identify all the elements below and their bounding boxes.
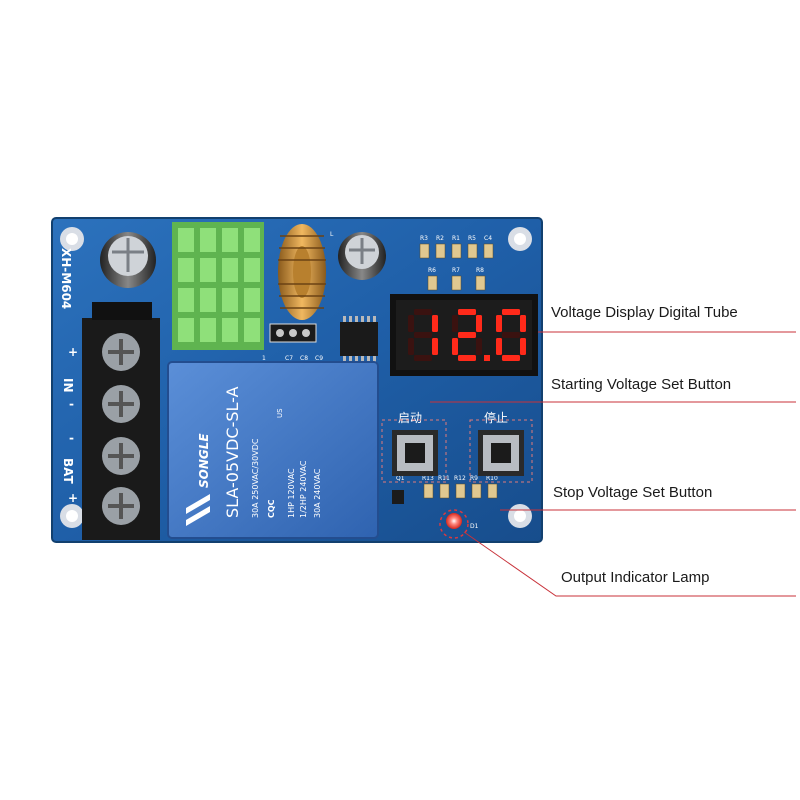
ref-label: R7 [452, 267, 460, 274]
model-marking: XH-M604 [59, 248, 73, 309]
ref-label: R11 [438, 475, 450, 482]
digit-0-segment-d [414, 355, 432, 361]
relay-ul-mark: US [276, 408, 284, 418]
terminal-labels: + IN - - BAT + [61, 345, 78, 505]
ref-label: R12 [454, 475, 466, 482]
terminal-screws [102, 333, 140, 525]
transistor [392, 490, 404, 504]
start-button [392, 430, 438, 476]
ref-label: R10 [486, 475, 498, 482]
relay-logo-icon [186, 494, 210, 526]
relay-model: SLA-05VDC-SL-A [223, 386, 242, 518]
digit-1-segment-b [476, 315, 482, 332]
inductor-coil [278, 224, 326, 320]
pin-header [269, 323, 317, 343]
relay-rating-3: 1/2HP 240VAC [299, 460, 308, 518]
svg-text:IN: IN [61, 378, 75, 393]
heatsink [172, 222, 264, 350]
relay-rating-4: 30A 240VAC [313, 468, 322, 518]
callout-voltage-display: Voltage Display Digital Tube [551, 304, 738, 321]
ref-label: Q1 [396, 475, 405, 482]
ref-label: R13 [422, 475, 434, 482]
screw-terminal-block [82, 302, 160, 540]
digit-0-segment-b [432, 315, 438, 332]
ref-label: R3 [420, 235, 428, 242]
ref-label: 1 [262, 355, 266, 362]
digit-1-segment-c [476, 338, 482, 355]
svg-text:+: + [68, 345, 78, 359]
callout-stop-button: Stop Voltage Set Button [553, 484, 713, 501]
ref-label: L [330, 231, 334, 238]
digit-1-segment-g [458, 332, 476, 338]
digit-0-segment-c [432, 338, 438, 355]
digit-1-segment-e [452, 338, 458, 355]
digit-2-segment-g [502, 332, 520, 338]
ref-label: C8 [300, 355, 308, 362]
ref-label: C4 [484, 235, 492, 242]
relay-rating-1: 30A 250VAC/30VDC [251, 438, 260, 518]
ref-label: R1 [452, 235, 460, 242]
relay-cert: CQC [267, 499, 276, 518]
digit-0-segment-f [408, 315, 414, 332]
digit-1-segment-d [458, 355, 476, 361]
ref-label: C7 [285, 355, 293, 362]
digit-0-segment-a [414, 309, 432, 315]
digit-2-segment-c [520, 338, 526, 355]
digit-0-segment-g [414, 332, 432, 338]
capacitor-left [100, 232, 156, 288]
callout-dashed-outlines [381, 419, 533, 483]
digit-1-segment-f [452, 315, 458, 332]
digit-2-segment-b [520, 315, 526, 332]
relay-songle: SONGLE SLA-05VDC-SL-A 30A 250VAC/30VDC C… [167, 361, 379, 539]
svg-text:-: - [69, 397, 74, 411]
ic-chip [340, 316, 378, 362]
relay-rating-2: 1HP 120VAC [287, 468, 296, 518]
output-indicator-led [439, 509, 469, 539]
ref-label: R9 [470, 475, 478, 482]
ref-label: D1 [470, 523, 479, 530]
digit-2-segment-a [502, 309, 520, 315]
digit-2-segment-e [496, 338, 502, 355]
callout-start-button: Starting Voltage Set Button [551, 376, 732, 393]
capacitor-right [338, 232, 386, 280]
callout-lines [430, 331, 796, 597]
decimal-point [484, 355, 490, 361]
ref-label: C9 [315, 355, 323, 362]
ref-label: R8 [476, 267, 484, 274]
digit-2-segment-f [496, 315, 502, 332]
callout-line-lamp [463, 531, 796, 597]
svg-text:-: - [69, 431, 74, 445]
display-segments [408, 309, 526, 361]
digit-1-segment-a [458, 309, 476, 315]
stop-button [478, 430, 524, 476]
relay-brand: SONGLE [197, 433, 211, 488]
svg-text:+: + [68, 491, 78, 505]
ref-label: R5 [468, 235, 476, 242]
ref-label: R6 [428, 267, 436, 274]
start-button-label: 启动 [398, 411, 422, 425]
digit-2-segment-d [502, 355, 520, 361]
svg-text:BAT: BAT [61, 458, 75, 485]
digit-0-segment-e [408, 338, 414, 355]
stop-button-label: 停止 [484, 410, 508, 425]
callout-indicator-lamp: Output Indicator Lamp [561, 569, 710, 586]
ref-label: R2 [436, 235, 444, 242]
